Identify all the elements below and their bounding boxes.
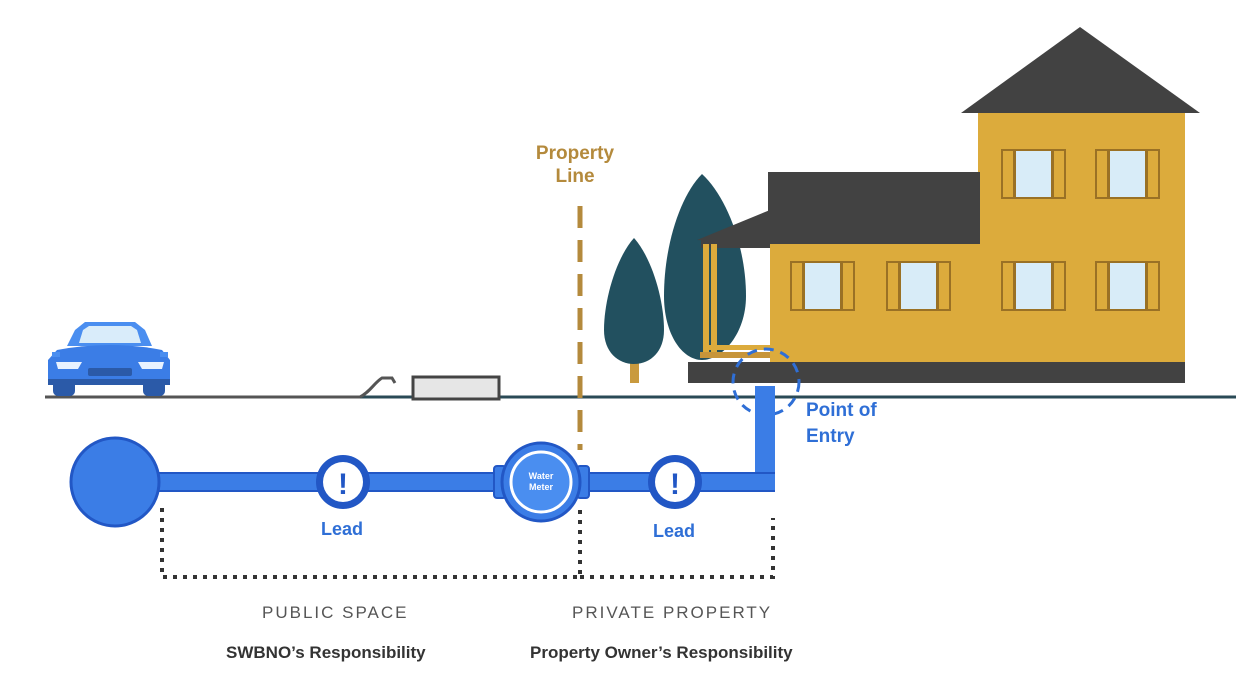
property-line-label-line1: Property (535, 143, 615, 164)
property-line-label-line2: Line (555, 166, 595, 187)
property-line-label: Property Line (520, 142, 630, 188)
water-meter-label: Meter (529, 482, 554, 492)
private-property-responsibility: Property Owner’s Responsibility (530, 643, 793, 662)
lead-warning-icon: ! (316, 455, 370, 509)
house-icon (688, 27, 1200, 383)
lead-warning-icon: ! (648, 455, 702, 509)
lead-label-public: Lead (321, 519, 364, 539)
private-property-title: PRIVATE PROPERTY (572, 603, 773, 622)
lead-warning-symbol: ! (338, 468, 348, 501)
tree-icon (604, 238, 664, 383)
private-property-bracket (580, 518, 775, 579)
lead-label-private: Lead (653, 521, 696, 541)
public-space-responsibility: SWBNO’s Responsibility (226, 643, 426, 662)
lead-warning-symbol: ! (670, 468, 680, 501)
point-of-entry-label: Point of Entry (806, 398, 877, 450)
water-meter-icon: Water Meter (493, 441, 590, 523)
point-of-entry-label-line2: Entry (806, 426, 855, 447)
service-pipe (110, 386, 775, 492)
public-space-title: PUBLIC SPACE (262, 603, 409, 622)
point-of-entry-label-line1: Point of (806, 400, 877, 421)
water-meter-label: Water (529, 471, 554, 481)
public-space-bracket (160, 508, 582, 579)
car-icon (48, 322, 170, 396)
curb-icon (359, 376, 397, 399)
water-main-icon (69, 436, 161, 528)
drain-grate (411, 375, 501, 401)
